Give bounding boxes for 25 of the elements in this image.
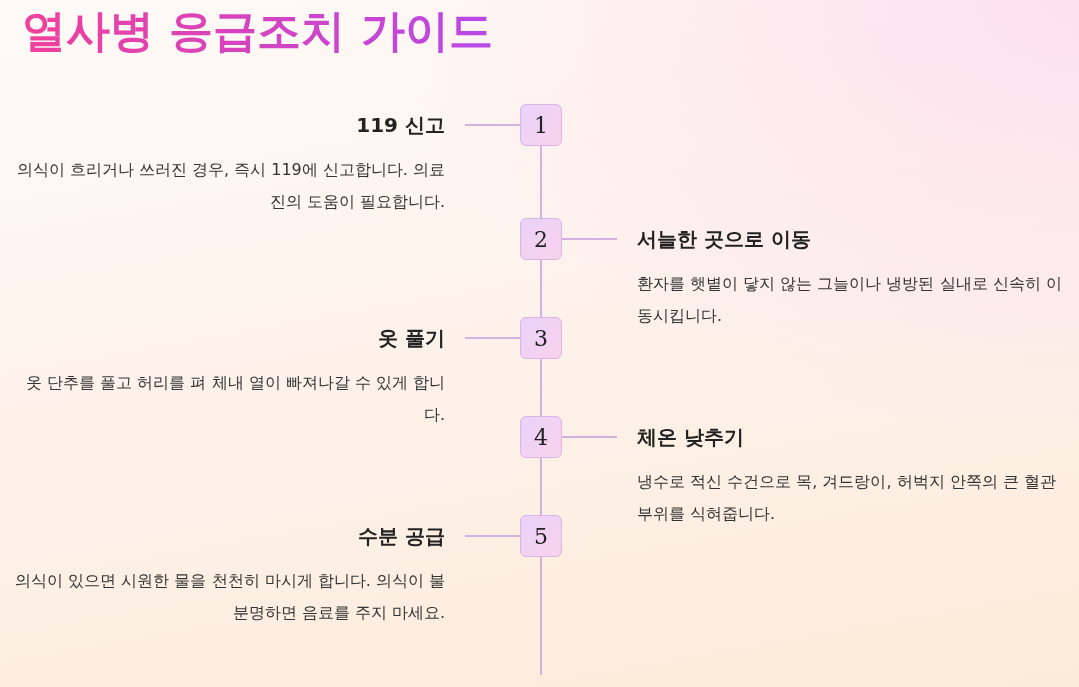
number-box: 5	[520, 515, 562, 557]
timeline-line	[540, 358, 542, 417]
connector-line	[561, 436, 618, 438]
step-description: 의식이 흐리거나 쓰러진 경우, 즉시 119에 신고합니다. 의료진의 도움이 필요합니다.	[15, 159, 445, 213]
step-heading: 수분 공급	[357, 523, 445, 550]
timeline-line	[540, 259, 542, 318]
step-description: 의식이 있으면 시원한 물을 천천히 마시게 합니다. 의식이 불분명하면 음료를 주지 마세요.	[14, 570, 445, 624]
step-heading: 체온 낮추기	[637, 424, 745, 451]
step-heading: 서늘한 곳으로 이동	[637, 226, 812, 253]
number-box: 2	[520, 218, 562, 260]
number-box: 1	[520, 104, 562, 146]
connector-line	[561, 238, 618, 240]
connector-line	[464, 124, 521, 126]
step-heading: 119 신고	[355, 112, 445, 139]
step-description: 냉수로 적신 수건으로 목, 겨드랑이, 허벅지 안쪽의 큰 혈관 부위를 식혀줍니다.	[637, 471, 1057, 525]
connector-line	[464, 535, 521, 537]
timeline-line	[540, 145, 542, 219]
number-box: 4	[520, 416, 562, 458]
step-description: 환자를 햇볕이 닿지 않는 그늘이나 냉방된 실내로 신속히 이동시킵니다.	[637, 273, 1063, 327]
step-heading: 옷 풀기	[377, 325, 445, 352]
connector-line	[464, 337, 521, 339]
timeline-line	[540, 457, 542, 516]
number-box: 3	[520, 317, 562, 359]
step-description: 옷 단추를 풀고 허리를 펴 체내 열이 빠져나갈 수 있게 합니다.	[25, 372, 445, 426]
timeline-line	[540, 556, 542, 676]
